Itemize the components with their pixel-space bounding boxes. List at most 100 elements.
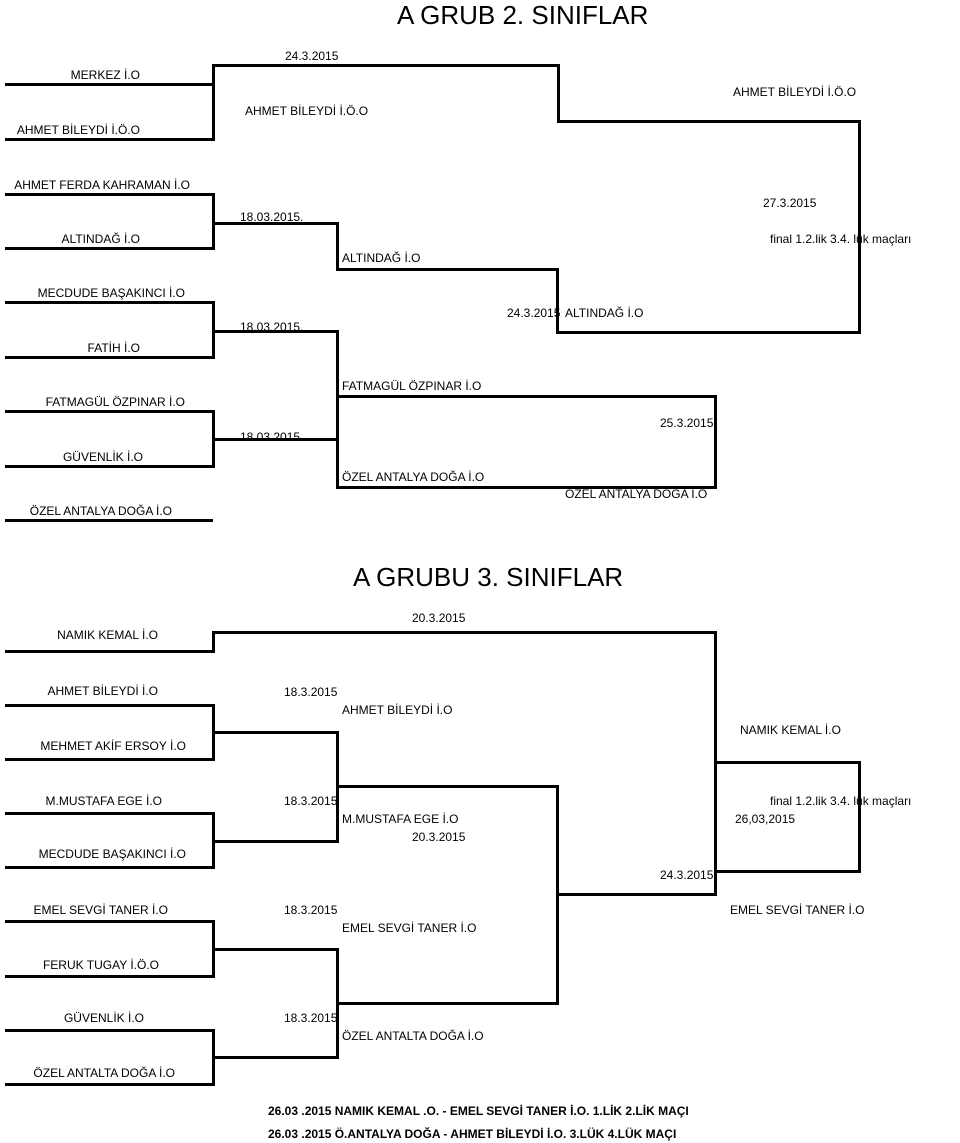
match-date: 18.03.2015.: [240, 210, 304, 224]
match-date: 18.03.2015.: [240, 320, 304, 334]
match-date: 18.3.2015: [284, 794, 338, 808]
bracket-line: [714, 761, 859, 764]
footer-match-line: 26.03 .2015 Ö.ANTALYA DOĞA - AHMET BİLEY…: [268, 1127, 677, 1141]
round1-winner: EMEL SEVGİ TANER İ.O: [342, 921, 477, 935]
team-label: FATİH İ.O: [87, 341, 140, 355]
group-a3-title: A GRUBU 3. SINIFLAR: [353, 562, 624, 592]
bracket-line: [557, 64, 560, 123]
bracket-line: [212, 631, 215, 653]
bracket-line: [858, 761, 861, 873]
team-label: GÜVENLİK İ.O: [63, 1011, 144, 1025]
round2-winner: AHMET BİLEYDİ İ.Ö.O: [245, 104, 369, 118]
semi-winner: ÖZEL ANTALYA DOĞA İ.O: [565, 487, 708, 501]
match-date: 26,03,2015: [735, 812, 796, 826]
team-label: ÖZEL ANTALYA DOĞA İ.O: [29, 504, 172, 518]
match-date: 18.3.2015: [284, 1011, 338, 1025]
bracket-line: [336, 330, 339, 488]
bracket-line: [5, 975, 213, 978]
match-date: 18.03.2015.: [240, 430, 304, 444]
round2-winner: ÖZEL ANTALYA DOĞA İ.O: [342, 470, 485, 484]
team-label: ÖZEL ANTALTA DOĞA İ.O: [33, 1066, 175, 1080]
team-label: MECDUDE BAŞAKINCI İ.O: [38, 847, 186, 861]
semi-winner: NAMIK KEMAL İ.O: [740, 723, 841, 737]
team-label: ALTINDAĞ İ.O: [61, 232, 140, 246]
round2-winner: ALTINDAĞ İ.O: [342, 251, 421, 265]
match-date: 27.3.2015: [763, 196, 817, 210]
match-date: 25.3.2015: [660, 416, 714, 430]
bracket-line: [336, 222, 339, 271]
bracket-line: [5, 920, 213, 923]
bracket-line: [212, 64, 215, 141]
bracket-line: [5, 650, 213, 653]
team-label: AHMET BİLEYDİ İ.O: [47, 684, 158, 698]
match-date: 24.3.2015: [660, 868, 714, 882]
bracket-line: [212, 330, 337, 333]
champion-label: AHMET BİLEYDİ İ.Ö.O: [733, 85, 857, 99]
bracket-line: [212, 948, 337, 951]
final-note: final 1.2.lik 3.4. lük maçları: [770, 794, 912, 808]
match-date: 24.3.2015: [285, 49, 339, 63]
bracket-line: [556, 331, 859, 334]
bracket-line: [714, 395, 717, 489]
bracket-line: [556, 268, 559, 334]
match-date: 18.3.2015: [284, 685, 338, 699]
bracket-line: [5, 247, 213, 250]
team-label: NAMIK KEMAL İ.O: [57, 628, 158, 642]
group-a2-title: A GRUB 2. SINIFLAR: [397, 0, 649, 30]
round2-winner: FATMAGÜL ÖZPINAR İ.O: [342, 379, 482, 393]
match-date: 18.3.2015: [284, 903, 338, 917]
bracket-line: [5, 519, 213, 522]
bracket-line: [5, 1029, 213, 1032]
bracket-line: [212, 222, 337, 225]
bracket-line: [212, 64, 560, 67]
bracket-line: [5, 866, 213, 869]
final-note: final 1.2.lik 3.4. lük maçları: [770, 232, 912, 246]
bracket-line: [212, 731, 337, 734]
team-label: AHMET BİLEYDİ İ.Ö.O: [16, 123, 140, 137]
team-label: FATMAGÜL ÖZPINAR İ.O: [45, 395, 185, 409]
bracket-line: [5, 704, 213, 707]
round1-winner: M.MUSTAFA EGE İ.O: [342, 812, 459, 826]
semi-winner: EMEL SEVGİ TANER İ.O: [730, 903, 865, 917]
team-label: MECDUDE BAŞAKINCI İ.O: [37, 286, 185, 300]
bracket-line: [212, 1056, 337, 1059]
bracket-line: [212, 438, 337, 441]
footer-match-line: 26.03 .2015 NAMIK KEMAL .O. - EMEL SEVGİ…: [268, 1104, 689, 1118]
bracket-line: [556, 893, 716, 896]
team-label: GÜVENLİK İ.O: [62, 450, 143, 464]
bracket-line: [5, 193, 213, 196]
round1-winner: ÖZEL ANTALTA DOĞA İ.O: [342, 1029, 484, 1043]
match-date: 20.3.2015: [412, 611, 466, 625]
match-date: 20.3.2015: [412, 830, 466, 844]
bracket-line: [714, 870, 859, 873]
bracket-line: [336, 395, 716, 398]
team-label: EMEL SEVGİ TANER İ.O: [33, 903, 168, 917]
bracket-line: [336, 268, 558, 271]
bracket-line: [5, 758, 213, 761]
bracket-line: [5, 812, 213, 815]
bracket-line: [212, 193, 215, 250]
bracket-line: [5, 356, 213, 359]
bracket-line: [5, 138, 213, 141]
team-label: MERKEZ İ.O: [70, 68, 140, 82]
bracket-line: [212, 840, 337, 843]
bracket-line: [5, 83, 213, 86]
team-label: M.MUSTAFA EGE İ.O: [45, 794, 162, 808]
bracket-line: [5, 1083, 213, 1086]
team-label: MEHMET AKİF ERSOY İ.O: [40, 739, 186, 753]
match-date: 24.3.2015: [507, 306, 561, 320]
bracket-line: [5, 410, 213, 413]
bracket-line: [5, 465, 213, 468]
bracket-line: [5, 301, 213, 304]
bracket-line: [336, 785, 558, 788]
bracket-line: [858, 120, 861, 334]
round1-winner: AHMET BİLEYDİ İ.O: [342, 703, 453, 717]
bracket-line: [212, 631, 716, 634]
team-label: FERUK TUGAY İ.Ö.O: [42, 958, 159, 972]
team-label: AHMET FERDA KAHRAMAN İ.O: [14, 178, 190, 192]
bracket-line: [557, 120, 859, 123]
bracket-line: [336, 1002, 558, 1005]
bracket-line: [336, 486, 716, 489]
semi-winner: ALTINDAĞ İ.O: [565, 306, 644, 320]
